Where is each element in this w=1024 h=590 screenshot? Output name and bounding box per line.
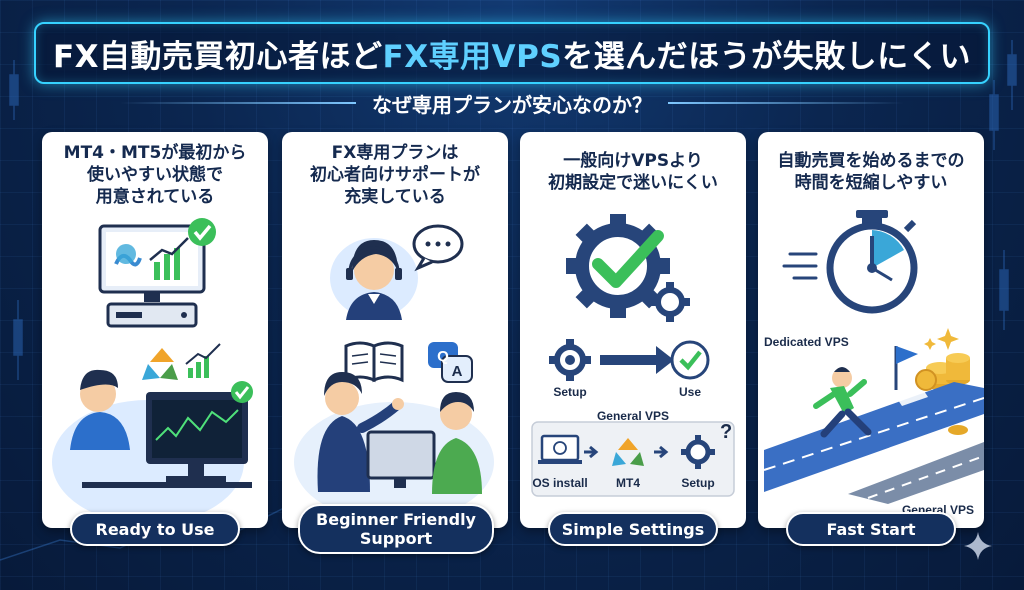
card-ready-to-use: MT4・MT5が最初から 使いやすい状態で 用意されている xyxy=(42,132,268,528)
book-icon xyxy=(344,341,404,383)
monitor-icon xyxy=(366,430,436,488)
card-1-title-line: 用意されている xyxy=(95,187,215,207)
person-illustration xyxy=(70,369,130,450)
chat-bubble-icon xyxy=(412,224,464,272)
instructor-illustration xyxy=(317,372,404,492)
laptop-icon xyxy=(538,434,582,464)
gear-check-icon xyxy=(566,214,690,322)
title-suffix: を選んだほうが失敗しにくい xyxy=(562,38,972,75)
general-vps-title: General VPS xyxy=(597,409,669,423)
card-3-illustration: Setup Use General VPS ? OS install MT4 S… xyxy=(531,214,735,497)
general-step-mt4: MT4 xyxy=(616,476,640,490)
card-2-illustration: Q A xyxy=(294,224,494,522)
card-4-title-line: 時間を短縮しやすい xyxy=(794,173,948,193)
card-4-title: 自動売買を始めるまでの 時間を短縮しやすい xyxy=(758,150,984,194)
monitor-icon xyxy=(98,224,206,328)
page-title: FX自動売買初心者ほどFX専用VPSを選んだほうが失敗しにくい xyxy=(53,31,971,76)
metatrader-logo-icon xyxy=(612,438,644,466)
card-4-title-line: 自動売買を始めるまでの xyxy=(777,151,965,171)
card-2-title-line: 初心者向けサポートが xyxy=(310,165,480,185)
badge-line: Support xyxy=(359,529,433,548)
title-highlight: FX専用VPS xyxy=(382,38,563,75)
qa-bubbles-icon xyxy=(428,342,473,383)
general-step-os: OS install xyxy=(532,476,587,490)
flag-icon xyxy=(894,346,918,390)
title-prefix: FX自動売買初心者ほど xyxy=(52,38,383,75)
q-label: Q xyxy=(437,348,449,365)
badge-fast-start: Fast Start xyxy=(786,512,956,546)
card-beginner-support: Q A FX専用プランは 初心者向けサポートが 充実している xyxy=(282,132,508,528)
title-banner: FX自動売買初心者ほどFX専用VPSを選んだほうが失敗しにくい xyxy=(34,22,990,84)
card-3-title: 一般向けVPSより 初期設定で迷いにくい xyxy=(520,150,746,194)
subtitle: なぜ専用プランが安心なのか？ xyxy=(372,92,652,117)
growth-chart-icon xyxy=(185,343,221,378)
arrow-right-icon xyxy=(600,346,674,374)
badge-beginner-support: Beginner Friendly Support xyxy=(298,504,494,554)
flow-setup-label: Setup xyxy=(553,385,586,399)
card-fast-start: Dedicated VPS General VPS 自動売買を始めるまでの 時間… xyxy=(758,132,984,528)
check-icon xyxy=(188,218,216,246)
dedicated-vps-label: Dedicated VPS xyxy=(764,335,849,349)
subtitle-divider-right xyxy=(668,102,904,104)
card-2-title: FX専用プランは 初心者向けサポートが 充実している xyxy=(282,142,508,208)
subtitle-row: なぜ専用プランが安心なのか？ xyxy=(120,86,904,120)
card-1-illustration xyxy=(52,218,253,524)
badge-ready-to-use: Ready to Use xyxy=(70,512,240,546)
fast-lane xyxy=(763,382,984,492)
card-simple-settings: Setup Use General VPS ? OS install MT4 S… xyxy=(520,132,746,528)
card-1-title-line: MT4・MT5が最初から xyxy=(63,143,247,163)
sparkle-icon xyxy=(964,532,992,560)
sparkle-icon xyxy=(924,328,959,350)
card-3-title-line: 一般向けVPSより xyxy=(563,151,703,171)
badge-simple-settings: Simple Settings xyxy=(548,512,718,546)
use-check-icon xyxy=(670,340,710,380)
support-agent-icon xyxy=(346,240,402,320)
card-3-title-line: 初期設定で迷いにくい xyxy=(548,173,718,193)
general-step-setup: Setup xyxy=(681,476,714,490)
speed-lines-icon xyxy=(782,252,818,280)
card-2-title-line: 充実している xyxy=(344,187,446,207)
card-2-title-line: FX専用プランは xyxy=(331,143,459,163)
general-vps-panel xyxy=(531,421,735,497)
question-mark: ? xyxy=(720,421,732,443)
desktop-monitor-icon xyxy=(146,392,248,482)
check-icon xyxy=(231,381,253,403)
card-4-illustration: Dedicated VPS General VPS xyxy=(763,210,984,517)
setup-gear-icon xyxy=(681,435,715,469)
metatrader-logo-icon xyxy=(142,348,178,380)
student-illustration xyxy=(432,392,482,494)
stopwatch-icon xyxy=(826,210,918,314)
subtitle-divider-left xyxy=(120,102,356,104)
runner-illustration xyxy=(813,367,872,438)
card-1-title-line: 使いやすい状態で xyxy=(87,165,223,185)
setup-gear-icon xyxy=(549,339,591,381)
badge-line: Beginner Friendly xyxy=(316,510,476,529)
card-1-title: MT4・MT5が最初から 使いやすい状態で 用意されている xyxy=(42,142,268,208)
flow-use-label: Use xyxy=(679,385,701,399)
slow-lane xyxy=(848,425,984,504)
a-label: A xyxy=(452,363,463,380)
